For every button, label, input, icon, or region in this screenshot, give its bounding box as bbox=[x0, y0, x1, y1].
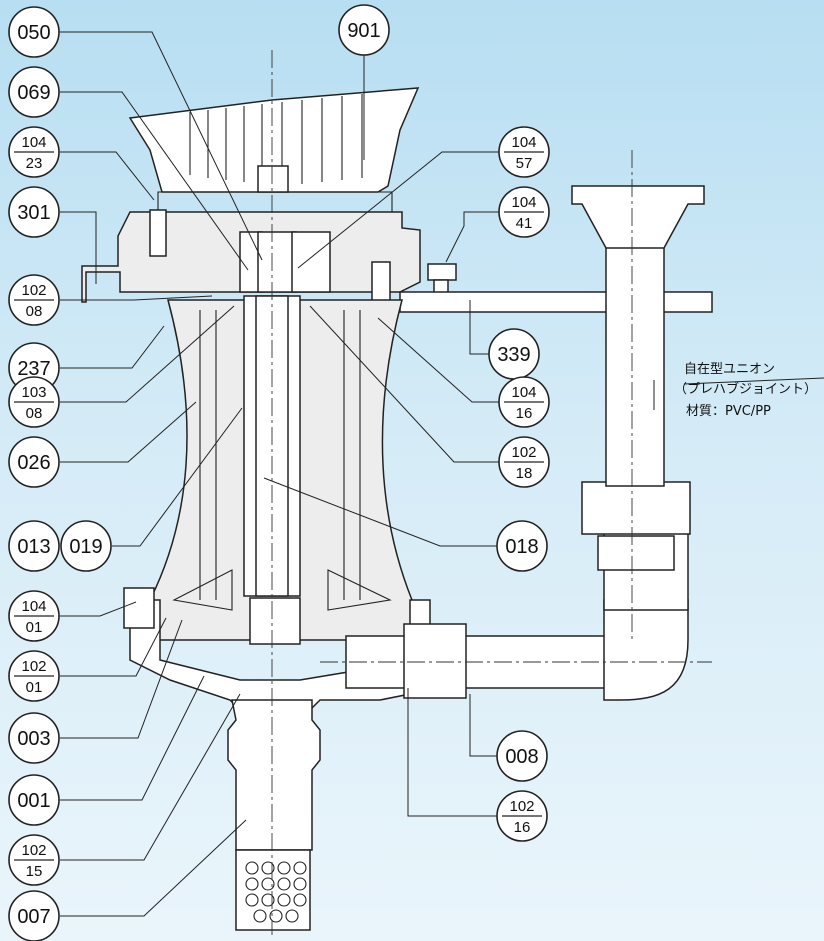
callout-label: 069 bbox=[17, 82, 50, 104]
suction-pipe bbox=[227, 699, 321, 931]
callout-bottom: 01 bbox=[26, 679, 43, 696]
leader-lines bbox=[60, 31, 824, 917]
callout-019: 019 bbox=[60, 520, 112, 572]
callout-bottom: 41 bbox=[516, 215, 533, 232]
callout-104-01: 104 01 bbox=[8, 590, 60, 642]
callout-bottom: 23 bbox=[26, 155, 43, 172]
callout-bottom: 01 bbox=[26, 619, 43, 636]
union-subtitle: （プレハブジョイント） bbox=[674, 382, 818, 397]
callout-label: 026 bbox=[17, 452, 50, 474]
bracket-flange bbox=[81, 209, 457, 311]
callout-bottom: 18 bbox=[516, 465, 533, 482]
callout-bottom: 08 bbox=[26, 405, 43, 422]
callout-label: 008 bbox=[505, 746, 538, 768]
callout-102-01: 102 01 bbox=[8, 650, 60, 702]
callout-bottom: 57 bbox=[516, 155, 533, 172]
callout-label: 301 bbox=[17, 202, 50, 224]
callout-104-23: 104 23 bbox=[8, 126, 60, 178]
callout-label: 013 bbox=[17, 536, 50, 558]
callout-label: 001 bbox=[17, 790, 50, 812]
callout-bottom: 15 bbox=[26, 863, 43, 880]
callout-top: 104 bbox=[21, 134, 46, 151]
callout-label: 901 bbox=[347, 20, 380, 42]
callout-top: 102 bbox=[21, 658, 46, 675]
callout-008: 008 bbox=[496, 730, 548, 782]
callout-bottom: 16 bbox=[516, 405, 533, 422]
callout-007: 007 bbox=[8, 890, 60, 941]
callout-013: 013 bbox=[8, 520, 60, 572]
callout-top: 104 bbox=[511, 134, 536, 151]
callout-top: 102 bbox=[21, 282, 46, 299]
callout-top: 104 bbox=[511, 384, 536, 401]
callout-003: 003 bbox=[8, 712, 60, 764]
callout-label: 003 bbox=[17, 728, 50, 750]
casing-column bbox=[149, 295, 413, 641]
callout-top: 102 bbox=[509, 798, 534, 815]
callout-339: 339 bbox=[488, 328, 540, 380]
callout-label: 019 bbox=[69, 536, 102, 558]
support-plate bbox=[399, 291, 713, 313]
callout-top: 103 bbox=[21, 384, 46, 401]
callout-label: 050 bbox=[17, 22, 50, 44]
callout-top: 104 bbox=[21, 598, 46, 615]
callout-top: 104 bbox=[511, 194, 536, 211]
callout-018: 018 bbox=[496, 520, 548, 572]
callout-104-41: 104 41 bbox=[498, 186, 550, 238]
union-title: 自在型ユニオン bbox=[684, 362, 776, 377]
callout-104-16: 104 16 bbox=[498, 376, 550, 428]
motor bbox=[128, 87, 420, 213]
callout-001: 001 bbox=[8, 774, 60, 826]
callout-label: 018 bbox=[505, 536, 538, 558]
callout-050: 050 bbox=[8, 6, 60, 58]
material-note: 材質：PVC/PP bbox=[686, 404, 771, 419]
strainer-holes bbox=[245, 861, 307, 923]
callout-top: 102 bbox=[21, 842, 46, 859]
callout-bottom: 16 bbox=[514, 819, 531, 836]
callout-top: 102 bbox=[511, 444, 536, 461]
callout-069: 069 bbox=[8, 66, 60, 118]
callout-label: 007 bbox=[17, 906, 50, 928]
callout-bottom: 08 bbox=[26, 303, 43, 320]
callout-102-18: 102 18 bbox=[498, 436, 550, 488]
callout-301: 301 bbox=[8, 186, 60, 238]
discharge-pipe bbox=[345, 185, 705, 701]
callout-102-08: 102 08 bbox=[8, 274, 60, 326]
callout-103-08: 103 08 bbox=[8, 376, 60, 428]
callout-102-15: 102 15 bbox=[8, 834, 60, 886]
callout-label: 339 bbox=[497, 344, 530, 366]
impeller-casing bbox=[123, 587, 431, 721]
callout-104-57: 104 57 bbox=[498, 126, 550, 178]
callout-label: 237 bbox=[17, 358, 50, 380]
callout-102-16: 102 16 bbox=[496, 790, 548, 842]
callout-026: 026 bbox=[8, 436, 60, 488]
callout-901: 901 bbox=[338, 4, 390, 56]
pump-drawing bbox=[81, 50, 713, 935]
